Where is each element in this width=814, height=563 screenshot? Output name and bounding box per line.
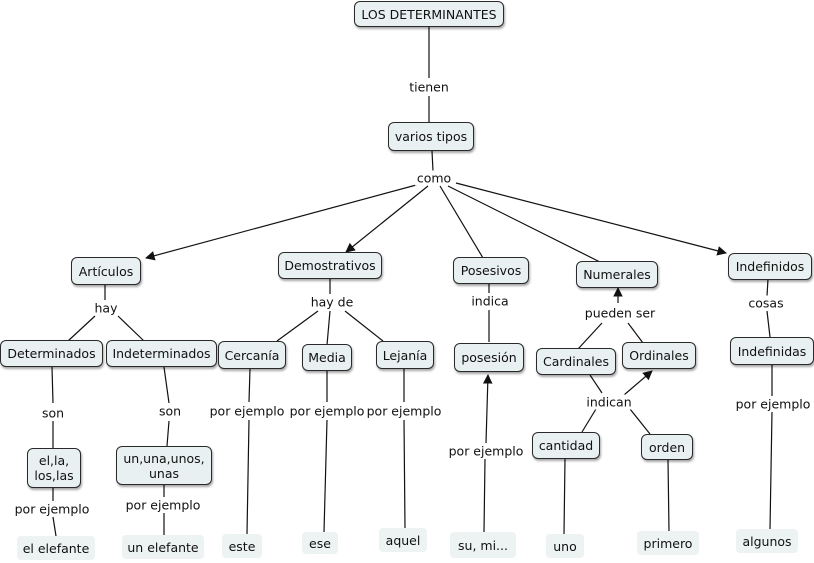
link-cosas: cosas [746,295,786,311]
concept-ordinales[interactable]: Ordinales [622,342,696,369]
example-el-elefante[interactable]: el elefante [17,536,95,560]
concept-articulos[interactable]: Artículos [71,257,141,285]
example-ese[interactable]: ese [302,532,338,554]
link-son-determinados: son [39,405,67,421]
link-por-ejemplo-posesion: por ejemplo [446,443,526,459]
link-por-ejemplo-un-una: por ejemplo [123,497,203,513]
concept-cercania[interactable]: Cercanía [218,341,286,369]
concept-cantidad[interactable]: cantidad [532,432,600,459]
example-un-elefante[interactable]: un elefante [122,535,204,559]
example-primero[interactable]: primero [637,531,699,555]
concept-los-determinantes[interactable]: LOS DETERMINANTES [354,1,504,27]
concept-posesivos[interactable]: Posesivos [453,257,529,284]
concept-indeterminados[interactable]: Indeterminados [106,340,217,367]
concept-el-la-los-las[interactable]: el,la, los,las [27,448,81,488]
example-su-mi[interactable]: su, mi... [450,532,516,558]
concept-varios-tipos[interactable]: varios tipos [388,122,474,151]
concept-orden[interactable]: orden [641,434,693,460]
example-aquel[interactable]: aquel [379,528,427,552]
concept-determinados[interactable]: Determinados [0,340,103,367]
link-son-indeterminados: son [156,403,184,419]
concept-cardinales[interactable]: Cardinales [536,348,616,375]
concept-un-una-unos-unas[interactable]: un,una,unos, unas [116,446,212,485]
concept-indefinidos[interactable]: Indefinidos [728,253,812,280]
concept-posesion[interactable]: posesión [454,343,524,372]
example-este[interactable]: este [222,534,262,558]
link-por-ejemplo-cercania: por ejemplo [207,403,287,419]
link-hay-de: hay de [308,294,356,310]
link-indica: indica [469,293,511,309]
concept-indefinidas[interactable]: Indefinidas [730,337,814,365]
link-pueden-ser: pueden ser [582,305,658,321]
link-por-ejemplo-el-la: por ejemplo [12,501,92,517]
concept-demostrativos[interactable]: Demostrativos [278,252,382,279]
example-uno[interactable]: uno [546,534,584,558]
link-tienen: tienen [407,79,451,95]
link-por-ejemplo-media: por ejemplo [287,403,367,419]
concept-numerales[interactable]: Numerales [576,261,658,288]
link-hay: hay [92,300,120,316]
example-algunos[interactable]: algunos [736,529,798,553]
link-por-ejemplo-lejania: por ejemplo [364,403,444,419]
concept-media[interactable]: Media [302,344,352,371]
link-indican: indican [584,394,634,410]
concept-lejania[interactable]: Lejanía [376,341,434,369]
link-como: como [414,170,454,186]
link-por-ejemplo-indefinidas: por ejemplo [733,396,813,412]
